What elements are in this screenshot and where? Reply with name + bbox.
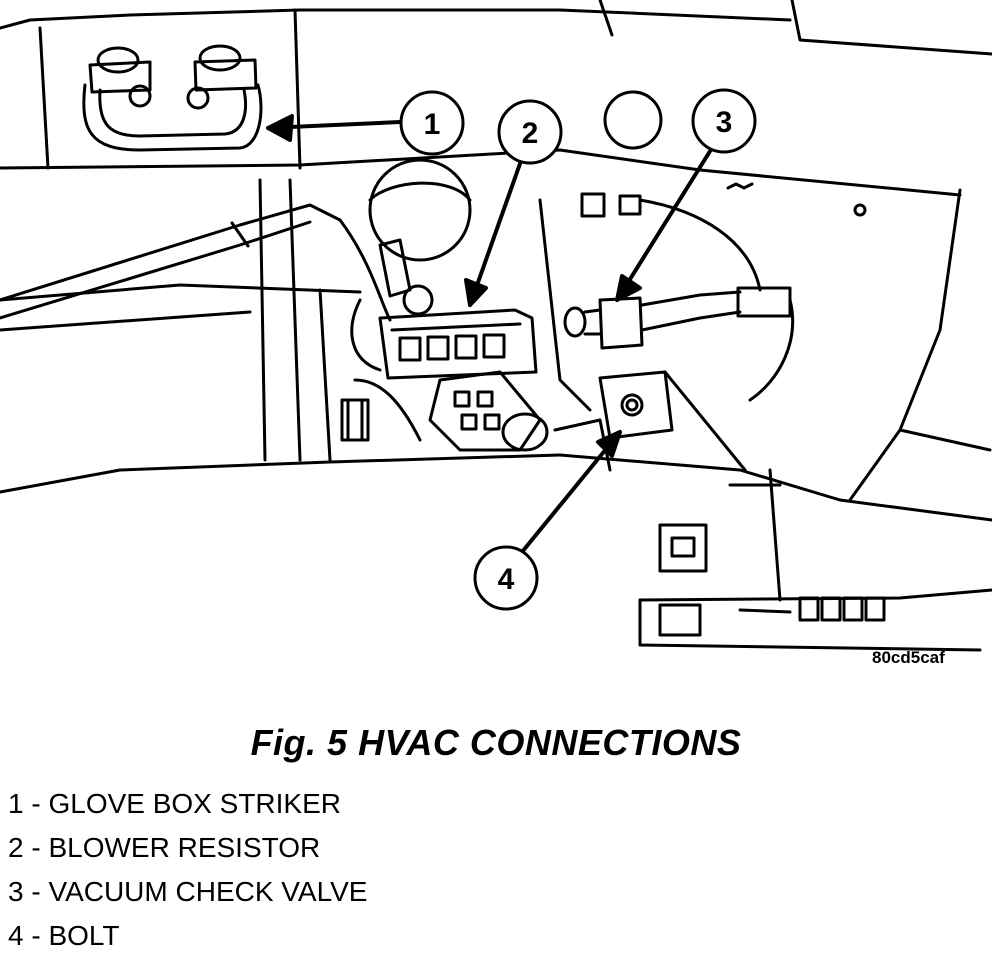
- figure-title: Fig. 5 HVAC CONNECTIONS: [250, 722, 742, 763]
- callout-4-number: 4: [498, 563, 515, 596]
- parts-legend: 1 - GLOVE BOX STRIKER 2 - BLOWER RESISTO…: [8, 782, 367, 958]
- legend-number: 2: [8, 832, 24, 863]
- legend-part: BOLT: [48, 920, 120, 951]
- legend-item: 3 - VACUUM CHECK VALVE: [8, 870, 367, 914]
- figure-code: 80cd5caf: [872, 648, 945, 667]
- legend-separator: -: [23, 920, 49, 951]
- callout-3: 3: [691, 88, 757, 154]
- legend-number: 3: [8, 876, 24, 907]
- legend-separator: -: [23, 876, 49, 907]
- mounting-bracket: [553, 370, 747, 472]
- legend-part: GLOVE BOX STRIKER: [48, 788, 341, 819]
- callout-leaders: [266, 114, 714, 554]
- legend-item: 1 - GLOVE BOX STRIKER: [8, 782, 367, 826]
- blower-resistor: [350, 238, 538, 380]
- switch-bank: [658, 523, 886, 637]
- resistor-connector: [428, 370, 549, 452]
- hvac-connections-illustration: 1 2 3 4: [0, 0, 992, 652]
- callout-4: 4: [473, 545, 539, 611]
- legend-item: 2 - BLOWER RESISTOR: [8, 826, 367, 870]
- legend-item: 4 - BOLT: [8, 914, 367, 958]
- callout-2: 2: [497, 99, 563, 165]
- left-fittings: [340, 378, 422, 442]
- legend-number: 4: [8, 920, 24, 951]
- legend-separator: -: [23, 832, 49, 863]
- vacuum-check-valve: [563, 198, 795, 402]
- panel-openings: [368, 90, 663, 262]
- legend-number: 1: [8, 788, 24, 819]
- glove-box-striker: [82, 44, 263, 152]
- wiring-harness: [0, 203, 392, 322]
- legend-separator: -: [23, 788, 49, 819]
- instrument-panel-outline: [0, 0, 992, 652]
- callout-1-number: 1: [424, 108, 441, 141]
- callout-2-number: 2: [522, 117, 539, 150]
- callout-1: 1: [399, 90, 465, 156]
- callout-3-number: 3: [716, 106, 733, 139]
- legend-part: VACUUM CHECK VALVE: [48, 876, 368, 907]
- legend-part: BLOWER RESISTOR: [48, 832, 321, 863]
- panel-details: [538, 182, 867, 412]
